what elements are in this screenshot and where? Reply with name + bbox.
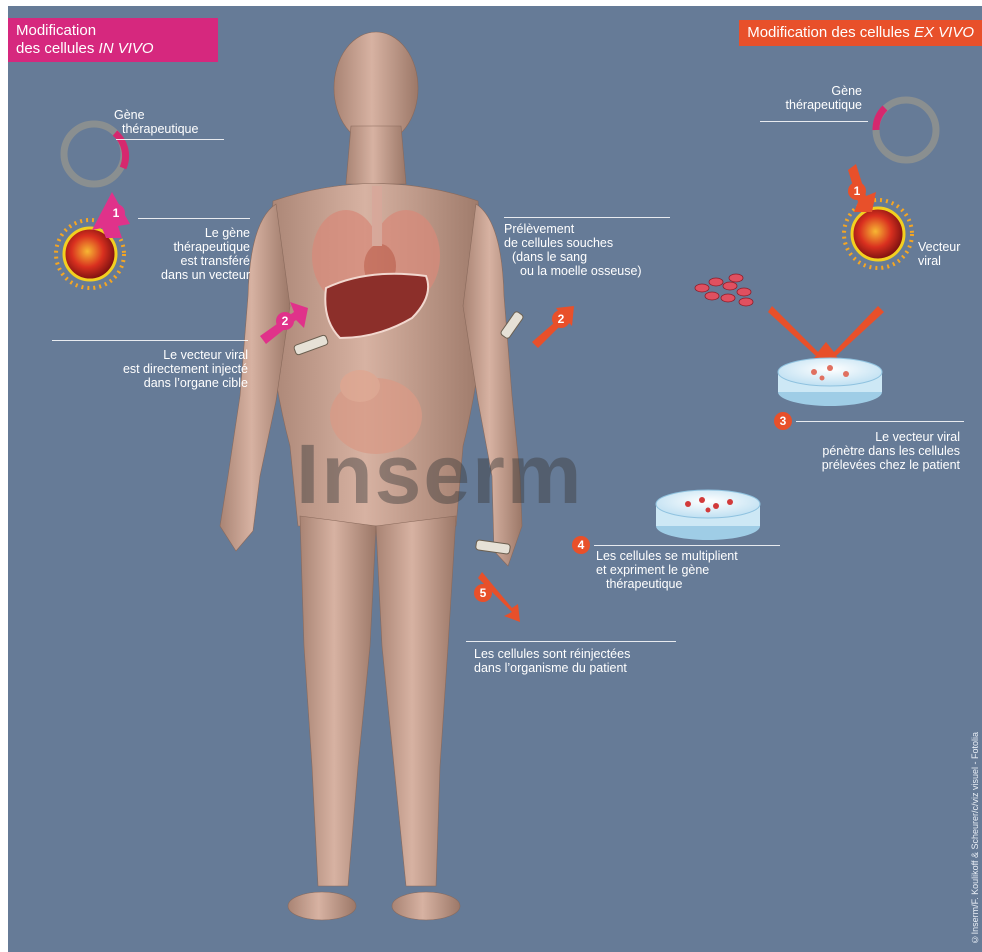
- step-2-badge-left: 2: [276, 312, 294, 330]
- divider: [52, 340, 248, 341]
- step-4-badge: 4: [572, 536, 590, 554]
- left-step2-text: Le vecteur viral est directement injecté…: [48, 348, 248, 390]
- divider: [760, 121, 868, 122]
- step-1-badge-left: 1: [107, 204, 125, 222]
- divider: [504, 217, 670, 218]
- step-3-badge: 3: [774, 412, 792, 430]
- step-5-badge: 5: [474, 584, 492, 602]
- divider: [138, 218, 250, 219]
- right-gene-label: Gène thérapeutique: [766, 84, 862, 112]
- infographic-canvas: Inserm Modification des cellules IN VIVO…: [8, 6, 982, 952]
- right-step2-text: Prélèvement de cellules souches (dans le…: [504, 222, 642, 278]
- in-vivo-title: Modification des cellules IN VIVO: [8, 18, 218, 62]
- step-2-badge-right: 2: [552, 310, 570, 328]
- inserm-watermark: Inserm: [296, 426, 583, 523]
- divider: [466, 641, 676, 642]
- divider: [594, 545, 780, 546]
- left-gene-label: Gène thérapeutique: [114, 108, 198, 136]
- step-1-badge-right: 1: [848, 182, 866, 200]
- step3-text: Le vecteur viral pénètre dans les cellul…: [784, 430, 960, 472]
- vector-label: Vecteur viral: [918, 240, 960, 268]
- ex-vivo-title: Modification des cellules EX VIVO: [739, 20, 982, 46]
- step4-text: Les cellules se multiplient et expriment…: [596, 549, 738, 591]
- step5-text: Les cellules sont réinjectées dans l’org…: [474, 647, 630, 675]
- divider: [116, 139, 224, 140]
- left-step1-text: Le gène thérapeutique est transféré dans…: [136, 226, 250, 282]
- divider: [796, 421, 964, 422]
- image-credit: ©Inserm/F. Koulikoff & Scheurer/c/viz vi…: [970, 732, 980, 944]
